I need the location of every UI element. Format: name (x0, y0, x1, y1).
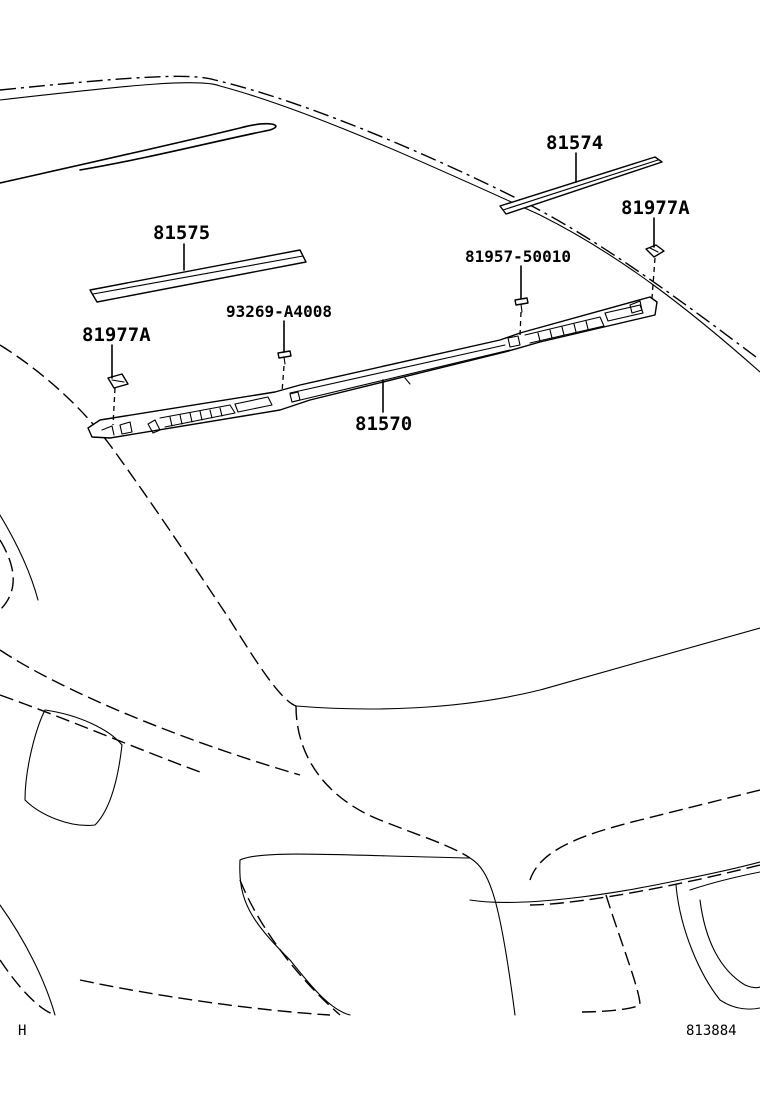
part-81575-molding (89, 249, 307, 303)
label-81570: 81570 (355, 413, 412, 435)
label-81574: 81574 (546, 132, 603, 154)
label-81957-50010: 81957-50010 (465, 247, 571, 266)
label-93269-a4008: 93269-A4008 (226, 302, 332, 321)
clip-81977a-right-icon (645, 244, 665, 258)
clip-81977a-left-icon (107, 373, 129, 389)
right-clip-details (507, 300, 644, 348)
label-81977a-right: 81977A (621, 197, 690, 219)
part-81570-roof-molding (87, 296, 658, 439)
label-81977a-left: 81977A (82, 324, 151, 346)
part-81574-molding (499, 156, 663, 215)
screw-93269-icon (277, 350, 292, 365)
screw-81957-icon (514, 297, 529, 313)
leader-lines (111, 152, 656, 426)
label-81575: 81575 (153, 222, 210, 244)
diagram-number: 813884 (686, 1023, 737, 1039)
vehicle-body-outline (0, 75, 760, 1016)
corner-code-left: H (18, 1023, 26, 1039)
left-clip-details (101, 391, 301, 436)
